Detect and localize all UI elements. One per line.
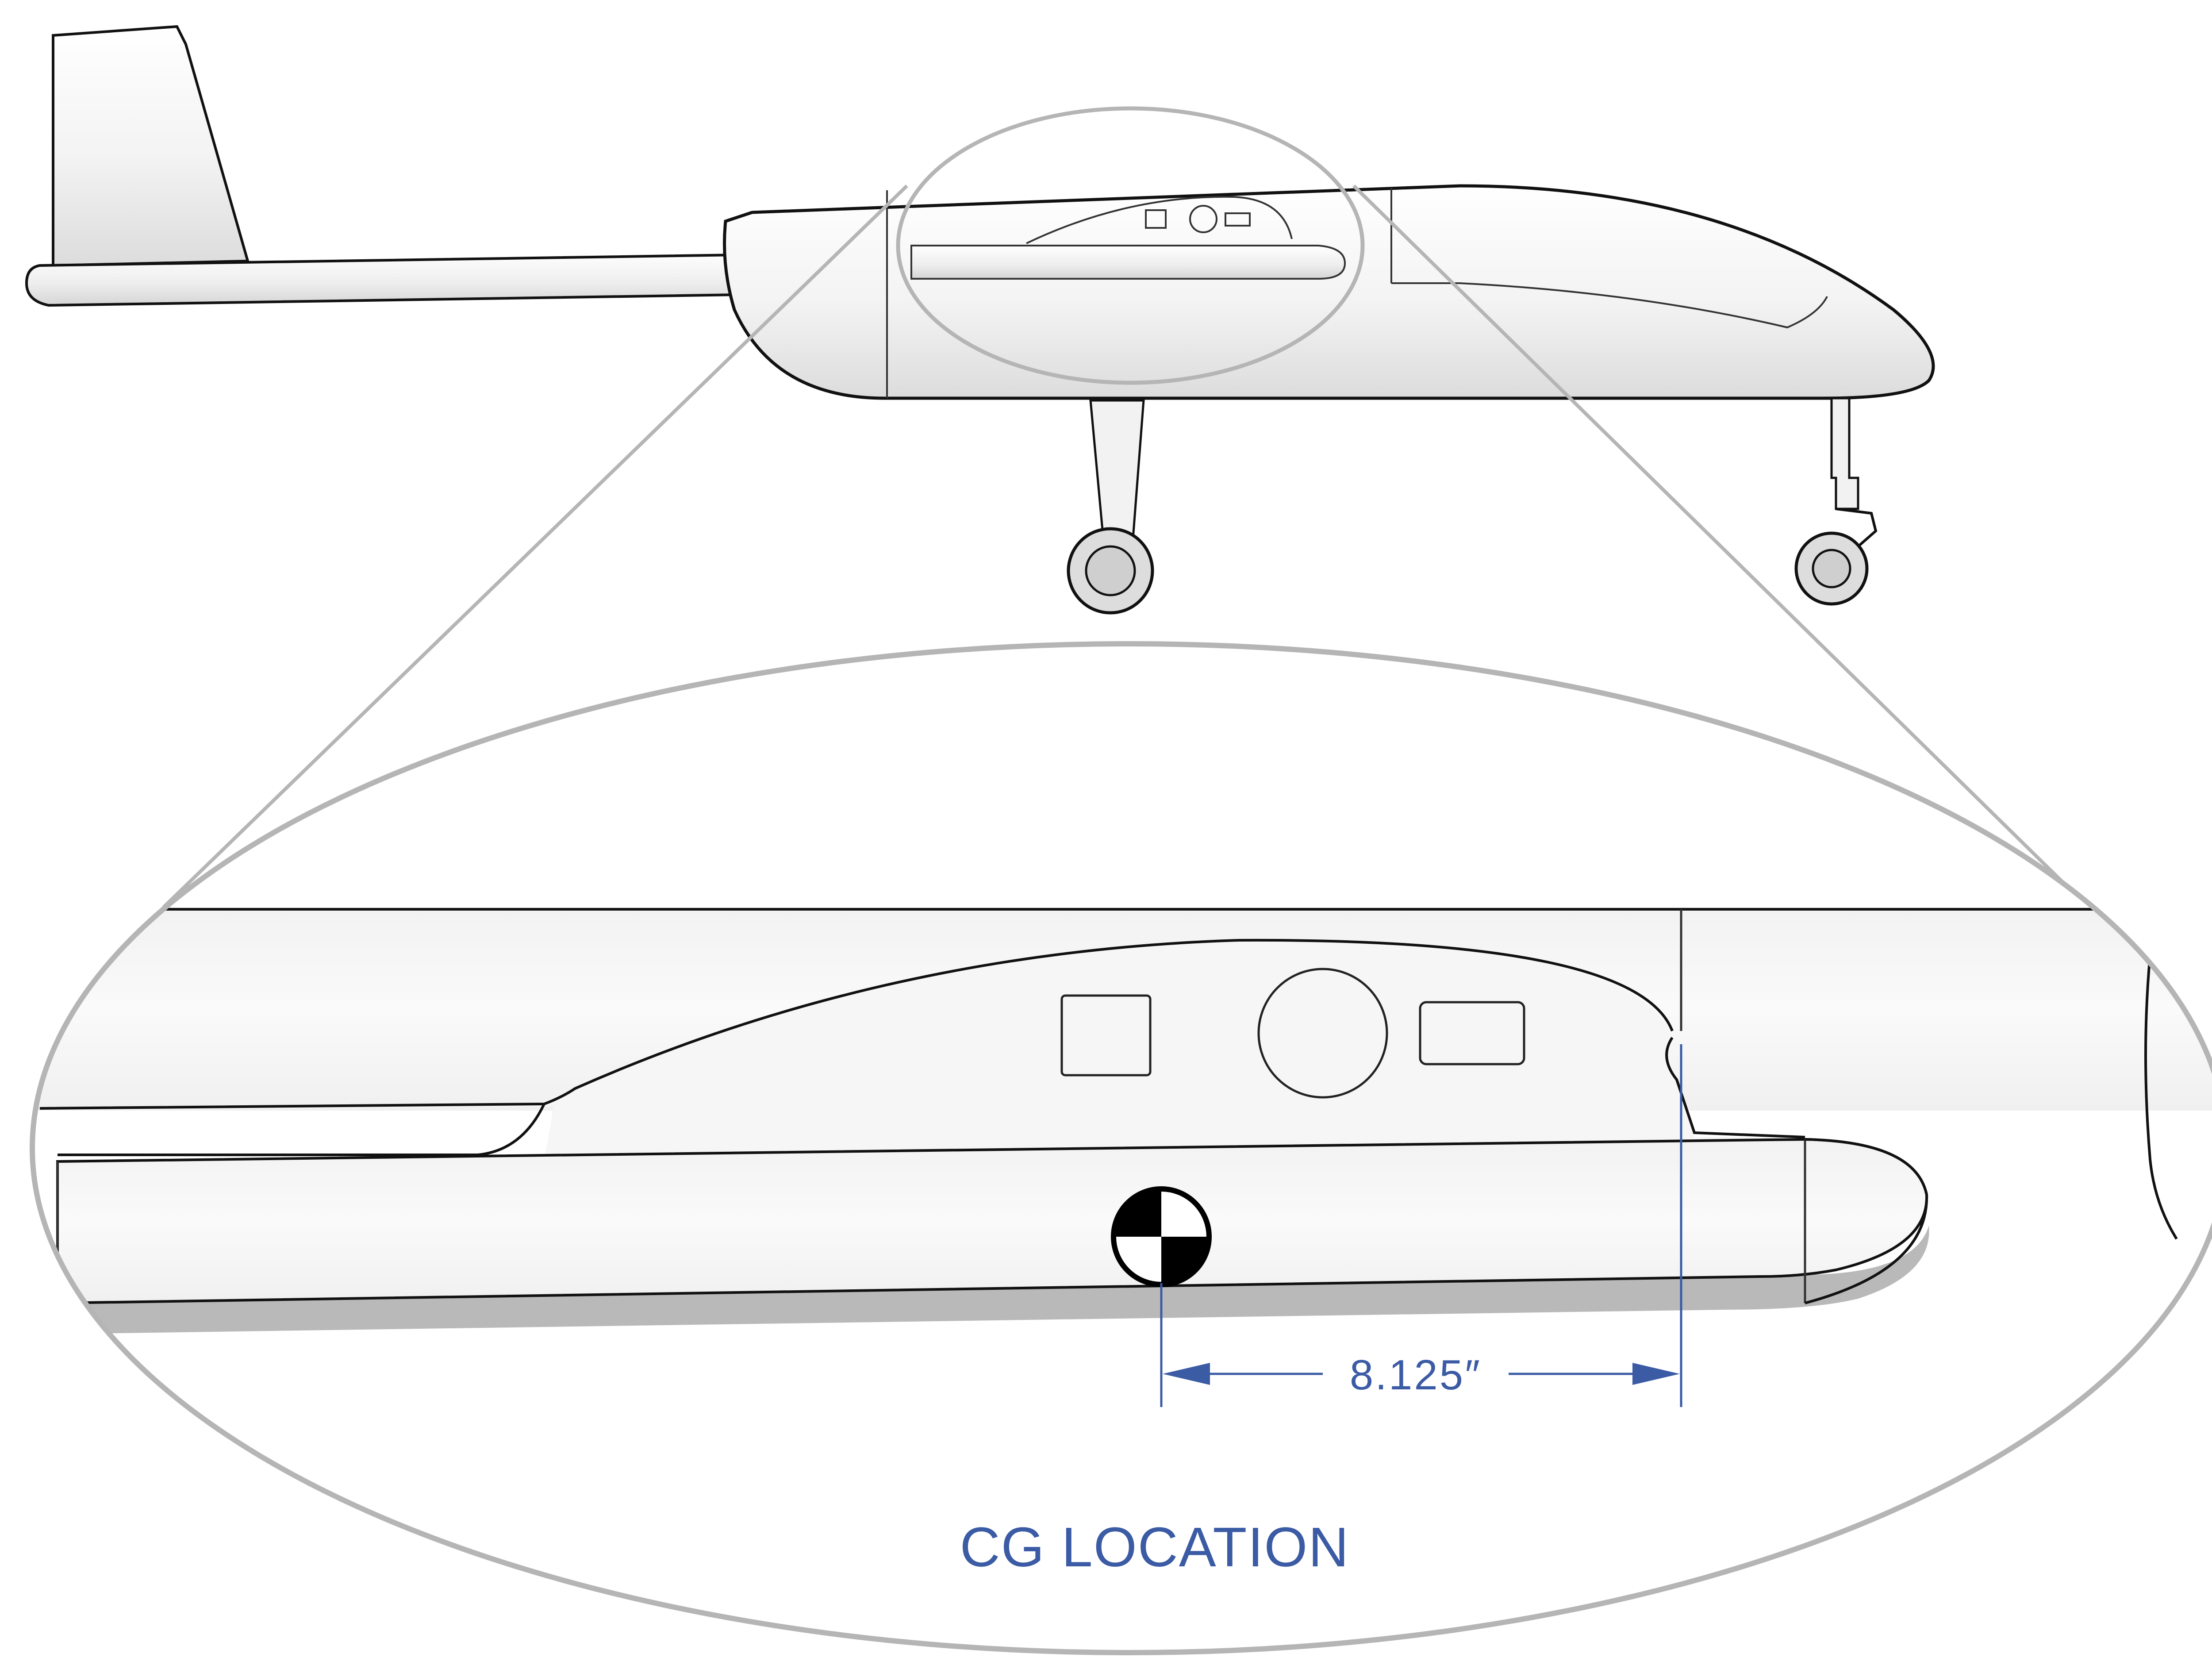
zoom-window-square xyxy=(1060,994,1152,1077)
cg-marker-icon xyxy=(1111,1186,1212,1287)
arrowhead-left xyxy=(1163,1363,1210,1385)
main-gear-strut xyxy=(1089,399,1145,546)
fuselage-pod xyxy=(723,184,1935,400)
aircraft-side-view xyxy=(25,25,1935,615)
diagram-caption: CG LOCATION xyxy=(960,1516,1350,1578)
zoom-projection-right xyxy=(1352,185,2089,908)
wing-section-shadow xyxy=(58,1226,1929,1334)
zoom-source-ring xyxy=(896,106,1365,385)
zoom-projection-left xyxy=(162,185,908,908)
vertical-tail xyxy=(52,25,250,267)
canopy-window-left xyxy=(1145,209,1167,229)
zoom-lens-ring xyxy=(30,641,2212,1655)
wing xyxy=(910,245,1346,280)
wing-section xyxy=(56,1138,1928,1305)
arrowhead-right xyxy=(1632,1363,1680,1385)
canopy xyxy=(1026,196,1293,244)
cg-dimension: 8.125″ xyxy=(1160,1044,1682,1407)
tail-boom xyxy=(25,250,913,307)
dimension-value: 8.125″ xyxy=(1350,1351,1482,1399)
canopy-window-right xyxy=(1225,212,1251,227)
magnified-lens xyxy=(30,641,2212,1655)
nose-gear-strut xyxy=(1830,397,1859,510)
zoom-window-round xyxy=(1257,968,1388,1099)
zoom-window-rect xyxy=(1419,1001,1525,1065)
canopy-window-round xyxy=(1189,205,1217,233)
